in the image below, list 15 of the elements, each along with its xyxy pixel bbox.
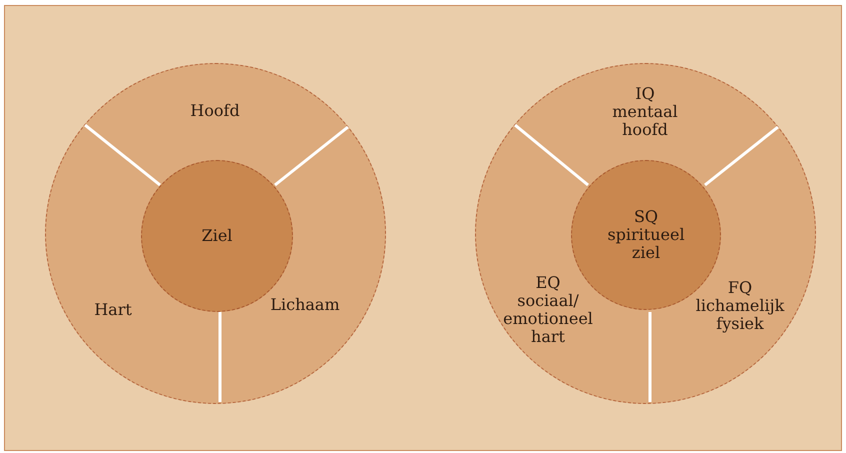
segment-label: mentaal [612, 103, 678, 121]
segment-label: lichamelijk [696, 297, 784, 315]
segment-label: hart [531, 328, 565, 346]
segment-label: SQ [634, 208, 658, 226]
segment-label: IQ [635, 85, 655, 103]
segment-label: spiritueel [607, 226, 685, 244]
segment-label: hoofd [622, 121, 668, 139]
segment-label: Hoofd [190, 102, 240, 120]
segment-label: Lichaam [270, 296, 340, 314]
segment-label: Ziel [202, 227, 232, 245]
segment-label: ziel [632, 244, 660, 262]
segment-label: fysiek [716, 315, 764, 333]
segment-label: EQ [536, 274, 560, 292]
segment-label: FQ [728, 279, 752, 297]
segment-label: Hart [94, 301, 132, 319]
